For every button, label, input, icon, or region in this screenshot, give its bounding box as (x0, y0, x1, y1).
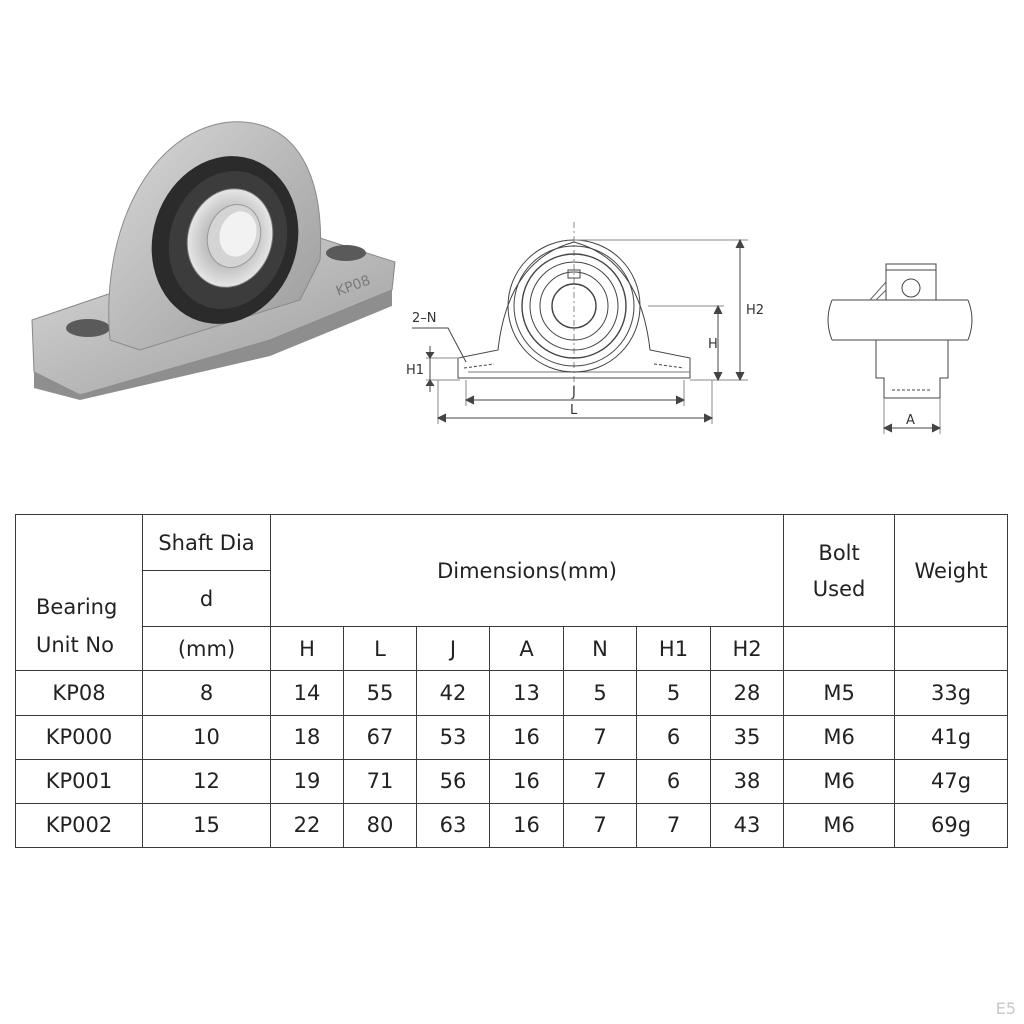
cell-bolt: M6 (783, 758, 896, 804)
table-row: KP08 8 14 55 42 13 5 5 28 M5 33g (15, 670, 1009, 716)
table-row: KP001 12 19 71 56 16 7 6 38 M6 47g (15, 758, 1009, 804)
cell-n: 7 (563, 758, 637, 804)
cell-bolt: M6 (783, 802, 896, 849)
cell-h2: 43 (709, 802, 785, 849)
header-bolt-line2: Used (812, 576, 866, 601)
header-shaft-dia: Shaft Dia (142, 513, 271, 572)
header-bearing-line2: Unit No (36, 633, 114, 658)
header-dim-h1: H1 (636, 626, 711, 672)
bearing-photo: KP08 (31, 121, 396, 400)
cell-a: 13 (489, 670, 564, 716)
header-dim-h: H (270, 626, 344, 672)
label-h1: H1 (406, 363, 424, 378)
cell-a: 16 (489, 802, 564, 849)
header-bolt-empty (783, 626, 896, 672)
cell-j: 53 (416, 714, 490, 760)
header-dim-j: J (416, 626, 490, 672)
cell-j: 63 (416, 802, 490, 849)
cell-unit: KP000 (15, 714, 143, 760)
cell-h: 18 (270, 714, 344, 760)
cell-h: 22 (270, 802, 344, 849)
table-row: KP002 15 22 80 63 16 7 7 43 M6 69g (15, 802, 1009, 849)
label-j: J (571, 385, 576, 400)
cell-bolt: M5 (783, 670, 896, 716)
corner-mark: E5 (995, 999, 1016, 1018)
header-bearing-line1: Bearing (36, 595, 118, 620)
cell-h: 14 (270, 670, 344, 716)
cell-d: 8 (142, 670, 271, 716)
cell-d: 10 (142, 714, 271, 760)
cell-n: 7 (563, 714, 637, 760)
header-weight: Weight (894, 513, 1009, 628)
header-bolt-line1: Bolt (818, 540, 860, 565)
header-shaft-mm: (mm) (142, 626, 271, 672)
label-h: H (708, 337, 718, 352)
header-weight-empty (894, 626, 1009, 672)
cell-bolt: M6 (783, 714, 896, 760)
header-shaft-d: d (142, 570, 271, 628)
spec-table: Bearing Unit No Shaft Dia Dimensions(mm)… (15, 513, 1009, 849)
cell-h2: 38 (709, 758, 785, 804)
header-dimensions: Dimensions(mm) (269, 513, 785, 628)
cell-weight: 69g (894, 802, 1009, 849)
label-a: A (906, 413, 915, 428)
cell-a: 16 (489, 714, 564, 760)
cell-unit: KP08 (15, 670, 143, 716)
table-row: KP000 10 18 67 53 16 7 6 35 M6 41g (15, 714, 1009, 760)
cell-h1: 6 (636, 714, 711, 760)
cell-h1: 6 (636, 758, 711, 804)
cell-l: 67 (343, 714, 417, 760)
cell-j: 56 (416, 758, 490, 804)
cell-unit: KP001 (15, 758, 143, 804)
side-view-drawing: A (827, 263, 973, 434)
header-dim-h2: H2 (709, 626, 785, 672)
cell-l: 71 (343, 758, 417, 804)
cell-h1: 7 (636, 802, 711, 849)
cell-h1: 5 (636, 670, 711, 716)
cell-l: 55 (343, 670, 417, 716)
cell-j: 42 (416, 670, 490, 716)
header-dim-a: A (489, 626, 564, 672)
cell-n: 7 (563, 802, 637, 849)
cell-unit: KP002 (15, 802, 143, 849)
cell-d: 12 (142, 758, 271, 804)
cell-d: 15 (142, 802, 271, 849)
cell-h2: 35 (709, 714, 785, 760)
cell-a: 16 (489, 758, 564, 804)
header-dim-l: L (343, 626, 417, 672)
cell-weight: 41g (894, 714, 1009, 760)
cell-weight: 33g (894, 670, 1009, 716)
cell-weight: 47g (894, 758, 1009, 804)
header-dim-n: N (563, 626, 637, 672)
header-bearing-unit: Bearing Unit No (15, 513, 143, 672)
label-h2: H2 (746, 303, 764, 318)
front-view-drawing: 2–N H1 J L H H2 (406, 222, 764, 424)
label-2n: 2–N (412, 311, 437, 326)
header-bolt-used: Bolt Used (783, 513, 896, 628)
cell-h2: 28 (709, 670, 785, 716)
cell-l: 80 (343, 802, 417, 849)
cell-h: 19 (270, 758, 344, 804)
label-l: L (570, 403, 578, 418)
cell-n: 5 (563, 670, 637, 716)
